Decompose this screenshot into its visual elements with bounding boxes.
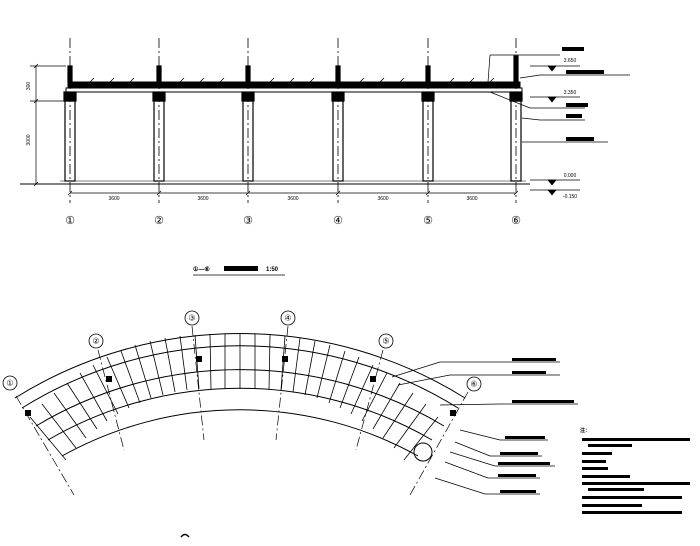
level-label-3: 0.000	[564, 173, 577, 179]
level-markers	[530, 65, 580, 196]
level-label-1: 3.650	[564, 58, 577, 64]
notes-block: 注：	[580, 427, 690, 514]
plan-axis-bubble-6: ⑥	[470, 380, 477, 389]
elevation-dimension-line	[67, 190, 519, 196]
dimension-label-1: 3600	[108, 196, 119, 202]
plan-axis-bubble-4: ④	[284, 314, 291, 323]
axis-bubble-5: ⑤	[423, 215, 433, 227]
plan-rafters	[29, 333, 439, 461]
leader-lines	[487, 54, 630, 143]
elevation-view	[20, 38, 630, 203]
axis-bubble-2: ②	[154, 215, 164, 227]
elevation-title-tag: ①—⑥	[193, 266, 210, 273]
elevation-title-scale: 1:50	[266, 267, 279, 273]
axis-bubble-1: ①	[65, 215, 75, 227]
dimension-label-3: 3600	[287, 196, 298, 202]
dimension-label-5: 3600	[466, 196, 477, 202]
level-label-2: 3.350	[564, 90, 577, 96]
notes-lines	[582, 438, 690, 514]
plan-columns	[25, 356, 456, 416]
height-label-1: 300	[26, 82, 32, 91]
beam-rafters	[89, 77, 495, 83]
plan-leader-text-marks	[498, 358, 574, 493]
leader-text-marks	[562, 47, 604, 141]
elevation-axis-lines	[69, 38, 517, 203]
elevation-columns	[63, 55, 523, 182]
plan-title-mark	[180, 533, 190, 538]
height-label-2: 3000	[26, 134, 32, 145]
level-label-4: -0.150	[563, 194, 577, 200]
axis-bubble-6: ⑥	[511, 215, 521, 227]
plan-view	[14, 325, 578, 496]
axis-bubble-4: ④	[333, 215, 343, 227]
elevation-axis-bubbles: ① ② ③ ④ ⑤ ⑥	[65, 215, 521, 227]
plan-axis-bubbles	[2, 310, 482, 392]
elevation-title: ①—⑥ 1:50	[193, 266, 285, 276]
plan-axis-bubble-1: ①	[6, 379, 13, 388]
plan-leader-lines	[391, 361, 578, 495]
plan-detail-circle	[413, 442, 433, 462]
axis-bubble-3: ③	[243, 215, 253, 227]
dimension-label-2: 3600	[197, 196, 208, 202]
notes-heading: 注：	[580, 427, 590, 434]
plan-axis-bubble-2: ②	[92, 337, 99, 346]
plan-axis-bubble-5: ⑤	[382, 337, 389, 346]
height-dimension	[30, 63, 66, 187]
dimension-label-4: 3600	[377, 196, 388, 202]
plan-axis-bubble-3: ③	[188, 314, 195, 323]
top-beam	[65, 77, 523, 93]
plan-axis-lines	[15, 325, 469, 496]
